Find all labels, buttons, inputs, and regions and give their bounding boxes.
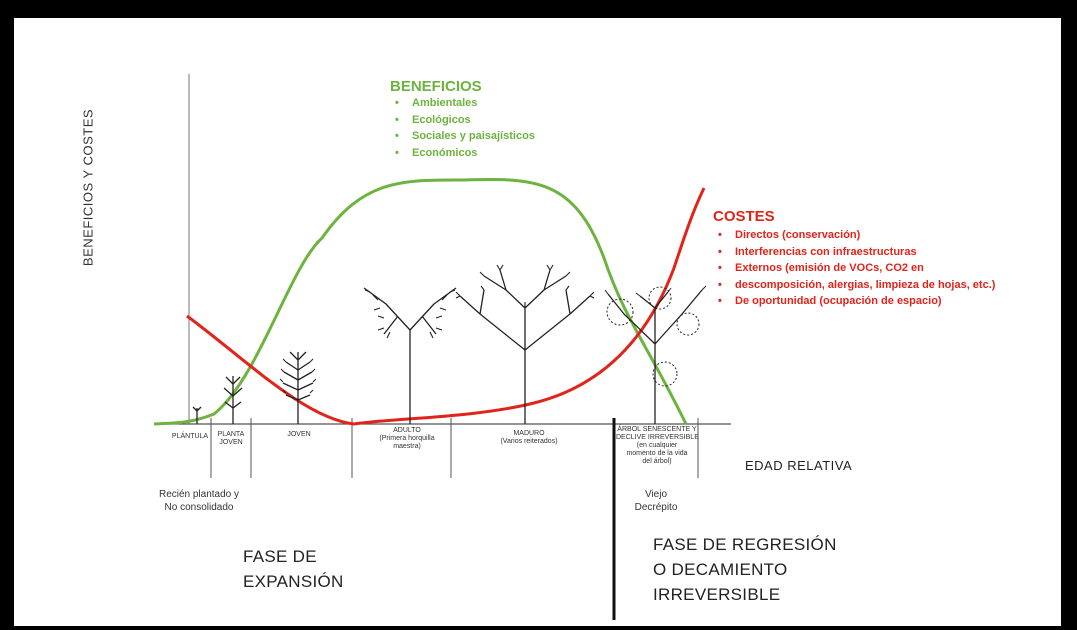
stage-label-adulto: ADULTO (Primera horquilla maestra): [379, 427, 435, 450]
costs-list: Directos (conservación) Interferencias c…: [713, 227, 995, 310]
diagram-graphics: [153, 74, 731, 620]
tree-adulto: [363, 287, 457, 424]
benefits-list: Ambientales Ecológicos Sociales y paisaj…: [390, 95, 535, 161]
benefit-item: Económicos: [390, 145, 535, 162]
stage-label-maduro: MADURO (Varios reiterados): [500, 430, 558, 445]
costs-block: COSTES Directos (conservación) Interfere…: [713, 208, 995, 310]
benefits-block: BENEFICIOS Ambientales Ecológicos Social…: [390, 78, 535, 161]
note-viejo-decrepito: Viejo Decrépito: [634, 489, 678, 513]
phase-regresion: FASE DE REGRESIÓN O DECAMIENTO IRREVERSI…: [653, 535, 837, 604]
stage-label-joven: JOVEN: [287, 431, 311, 438]
costs-curve: [186, 187, 706, 426]
stage-separators: [210, 418, 699, 478]
cost-item: De oportunidad (ocupación de espacio): [713, 293, 995, 310]
benefits-curve: [153, 177, 688, 426]
note-recien-plantado: Recién plantado y No consolidado: [158, 489, 240, 513]
tree-plantula: [192, 406, 202, 424]
stage-label-plantula: PLÁNTULA: [171, 433, 209, 440]
x-axis-label: EDAD RELATIVA: [745, 458, 853, 473]
cost-item: Directos (conservación): [713, 227, 995, 244]
stage-label-planta-joven: PLANTA JOVEN: [217, 431, 245, 446]
y-axis-label: BENEFICIOS Y COSTES: [80, 108, 96, 267]
benefits-title: BENEFICIOS: [390, 78, 482, 95]
benefit-item: Ecológicos: [390, 112, 535, 129]
cost-item: Externos (emisión de VOCs, CO2 en: [713, 260, 995, 277]
cost-item-continued: descomposición, alergias, limpieza de ho…: [713, 277, 995, 294]
cost-item: Interferencias con infraestructuras: [713, 244, 995, 261]
benefit-item: Sociales y paisajísticos: [390, 128, 535, 145]
costs-title: COSTES: [713, 208, 775, 225]
phase-expansion: FASE DE EXPANSIÓN: [243, 547, 344, 591]
diagram-canvas: BENEFICIOS Y COSTES BENEFICIOS Ambiental…: [14, 18, 1061, 626]
tree-joven: [279, 351, 317, 424]
stage-label-senescente: ÁRBOL SENESCENTE Y DECLIVE IRREVERSIBLE …: [616, 426, 699, 465]
tree-senescente: [604, 285, 707, 424]
tree-maduro: [455, 264, 595, 424]
benefit-item: Ambientales: [390, 95, 535, 112]
tree-planta-joven: [223, 376, 243, 424]
